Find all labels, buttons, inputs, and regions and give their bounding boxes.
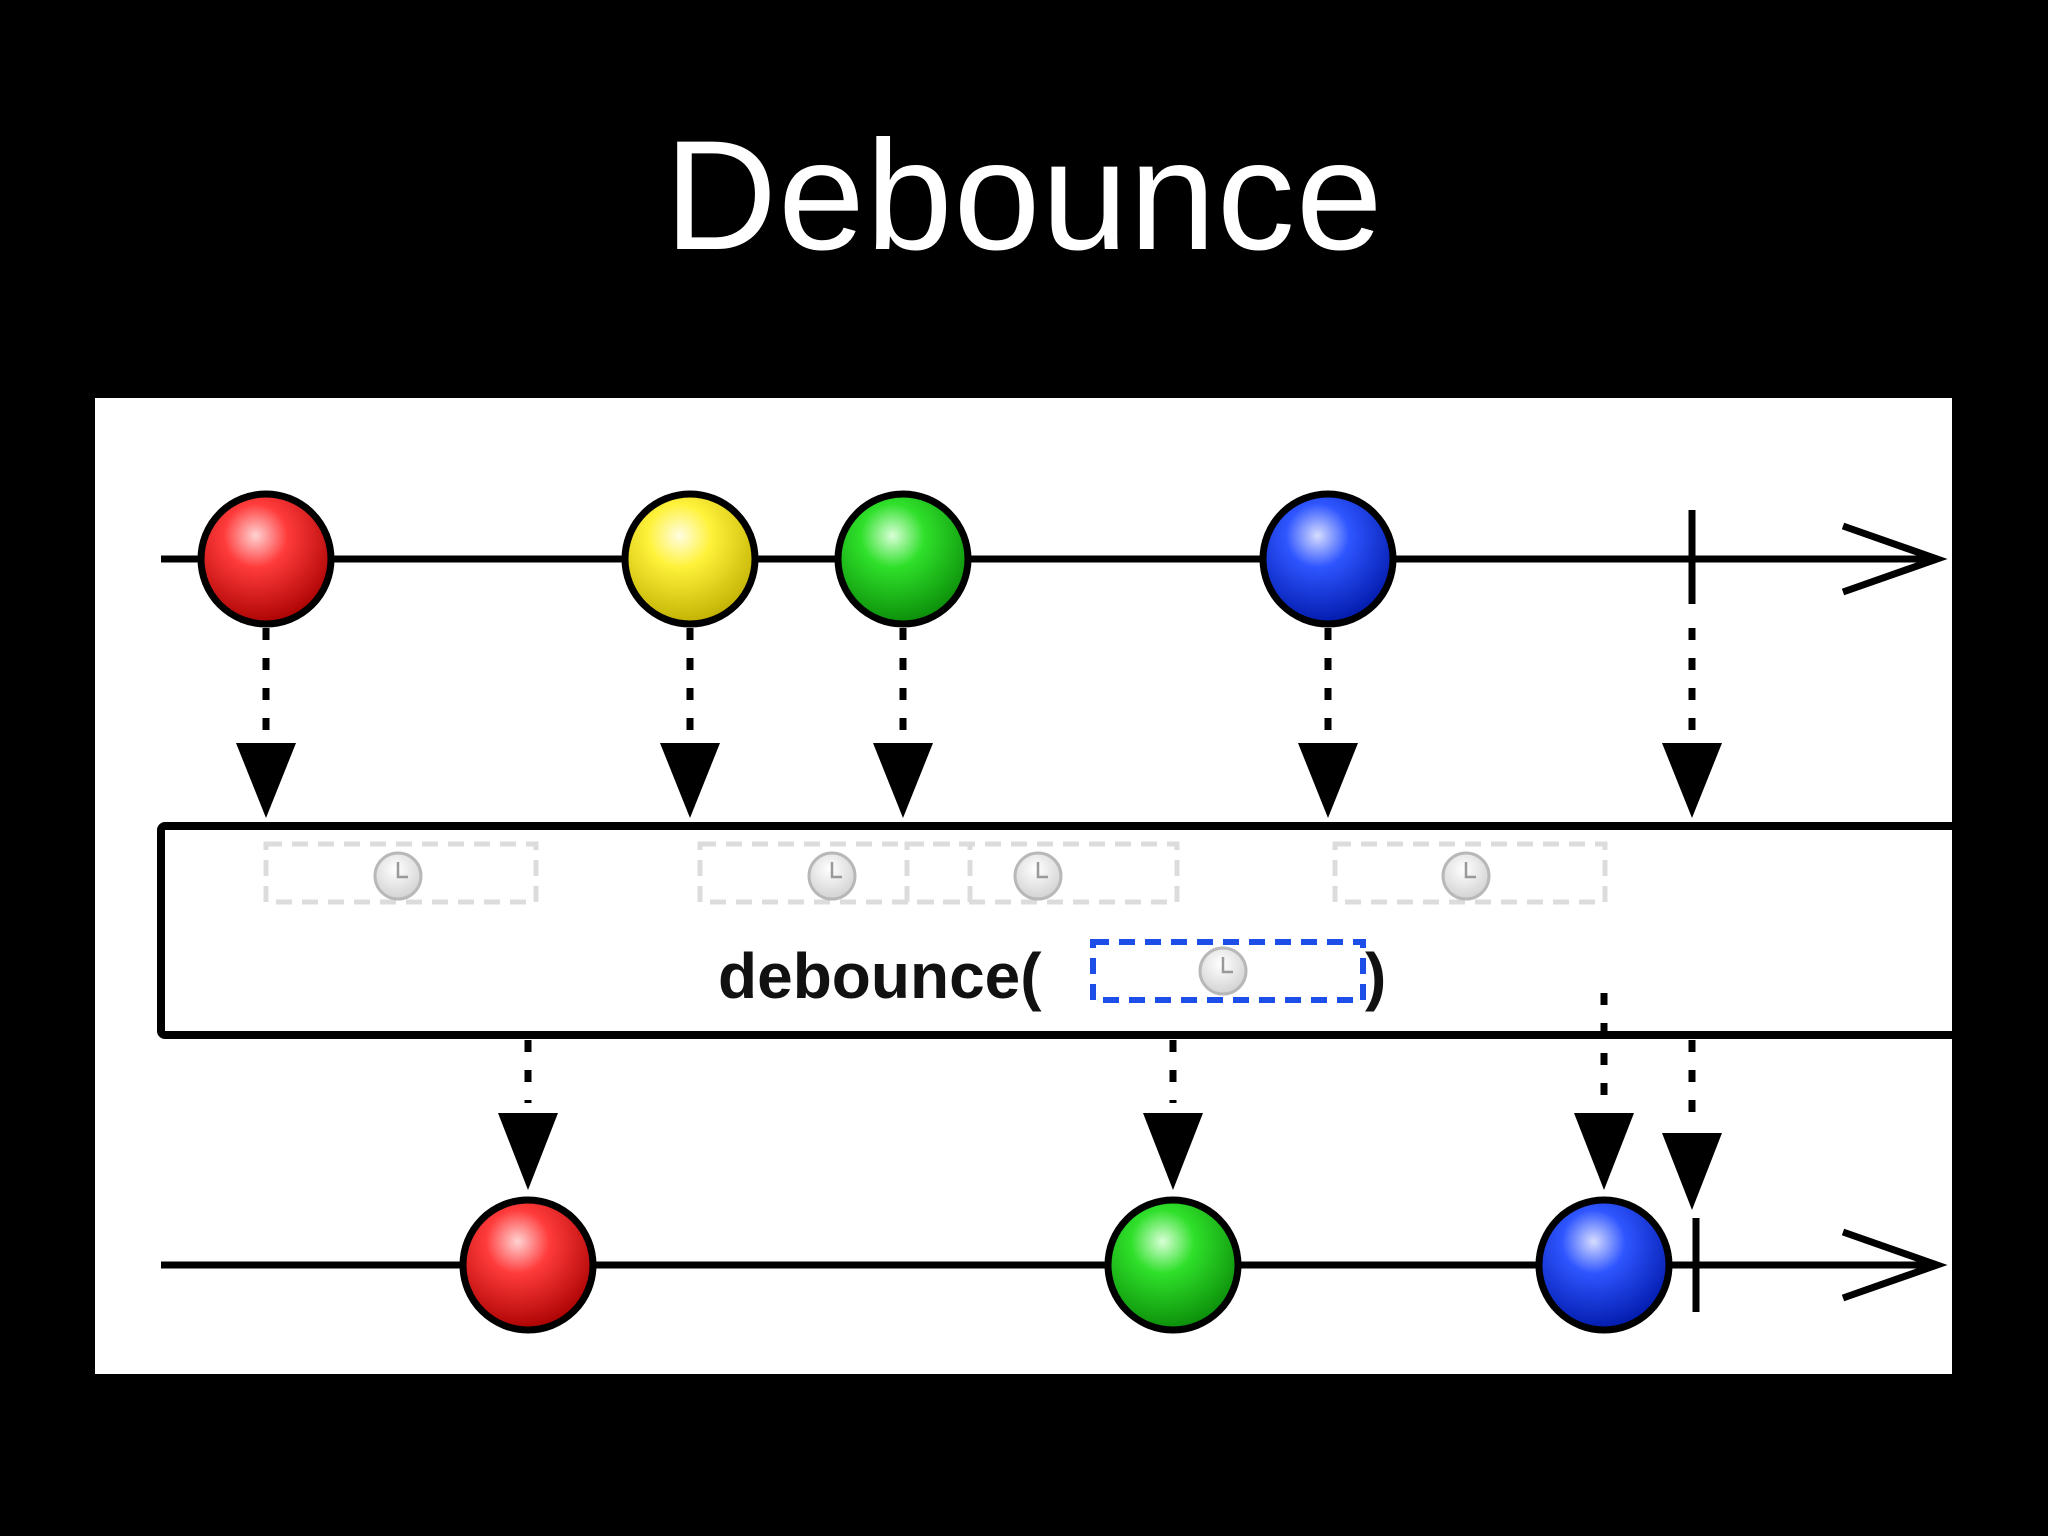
slide-title: Debounce <box>664 109 1384 283</box>
input-marble-blue <box>1259 490 1397 628</box>
input-arrows <box>236 628 1722 818</box>
output-marble-blue <box>1535 1196 1673 1334</box>
clock-icon <box>1013 851 1063 901</box>
input-arrow-red <box>236 628 296 818</box>
debounce-duration-box <box>1090 939 1366 1003</box>
output-arrow-green <box>1143 1040 1203 1190</box>
operator-box: debounce( ) <box>157 822 1952 1039</box>
marble-diagram-svg: debounce( ) <box>157 490 1952 1334</box>
clock-icon <box>807 851 857 901</box>
input-arrow-yellow <box>660 628 720 818</box>
timer-window-blue <box>1332 841 1608 905</box>
input-marble-yellow <box>621 490 759 628</box>
input-timeline <box>161 490 1948 628</box>
operator-label-suffix: ) <box>1365 940 1386 1012</box>
input-marble-red <box>197 490 335 628</box>
timer-window-green <box>904 841 1180 905</box>
input-arrow-blue <box>1298 628 1358 818</box>
timer-window-red <box>263 841 539 905</box>
output-arrow-completion <box>1662 1040 1722 1210</box>
operator-label-prefix: debounce( <box>718 940 1042 1012</box>
output-arrows <box>498 993 1722 1210</box>
output-timeline-arrowhead <box>1841 1228 1948 1302</box>
output-marble-green <box>1104 1196 1242 1334</box>
clock-icon <box>1198 946 1248 996</box>
input-arrow-completion <box>1662 628 1722 818</box>
input-marble-green <box>834 490 972 628</box>
timer-windows <box>263 841 1608 905</box>
marble-diagram: debounce( ) <box>95 398 1952 1374</box>
clock-icon <box>1441 851 1491 901</box>
input-timeline-arrowhead <box>1841 522 1948 596</box>
timer-window-yellow <box>697 841 973 905</box>
output-arrow-blue <box>1574 993 1634 1190</box>
clock-icon <box>373 851 423 901</box>
output-timeline <box>161 1196 1948 1334</box>
operator-box-frame <box>157 822 1952 1039</box>
input-arrow-green <box>873 628 933 818</box>
output-marble-red <box>459 1196 597 1334</box>
output-arrow-red <box>498 1040 558 1190</box>
operator-label: debounce( ) <box>718 939 1386 1012</box>
